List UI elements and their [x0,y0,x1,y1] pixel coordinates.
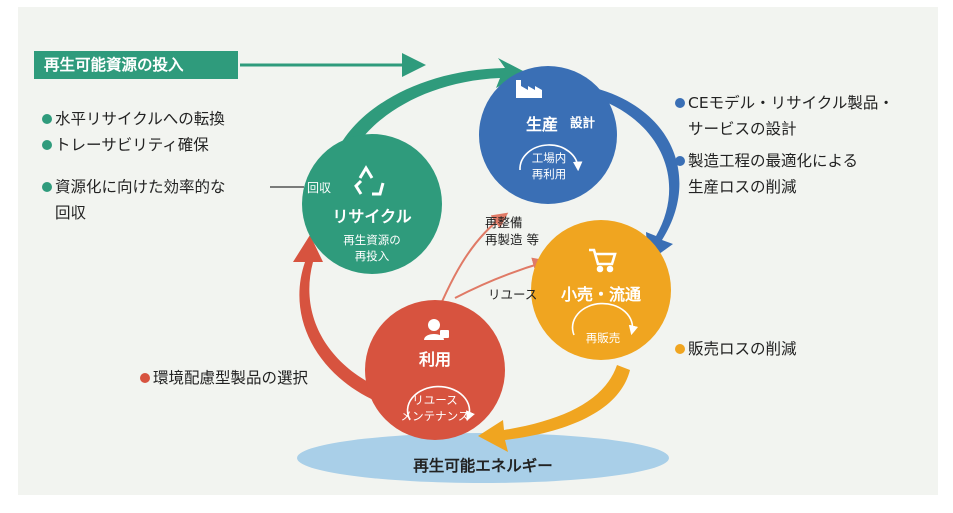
note-process-optimization-cont: 生産ロスの削減 [688,178,797,196]
cart-icon [589,248,617,273]
reuse-loop-1: リユース [412,393,458,407]
resale-loop [571,302,639,336]
note-process-optimization: 製造工程の最適化による [675,148,858,175]
production-circle [479,66,617,204]
recycle-sub-2: 再投入 [354,249,390,263]
note-ce-design-cont: サービスの設計 [688,120,797,138]
recycle-title: リサイクル [332,207,412,226]
use-to-recycle-arrow [293,235,392,405]
bullet-dot [675,344,685,354]
factory-reuse-1: 工場内 [531,151,567,165]
note-traceability: トレーサビリティ確保 [42,132,209,159]
bullet-dot [140,373,150,383]
note-efficient-collection-cont: 回収 [55,204,87,222]
factory-reuse-loop [519,144,583,172]
collect-label: 回収 [307,181,332,195]
production-to-retail-arrow [590,88,680,262]
reuse-maintenance-loop [406,385,475,421]
renewable-energy-label: 再生可能エネルギー [413,457,553,475]
note-eco-product: 環境配慮型製品の選択 [140,365,308,392]
design-label: 設計 [570,115,596,130]
factory-icon [516,80,542,98]
bullet-dot [42,140,52,150]
reuse-arrow [454,257,549,299]
note-sales-loss: 販売ロスの削減 [675,336,797,363]
factory-reuse-2: 再利用 [531,167,567,181]
note-ce-design: CEモデル・リサイクル製品・ [675,90,894,117]
note-horizontal-recycle: 水平リサイクルへの転換 [42,106,225,133]
note-efficient-collection: 資源化に向けた効率的な [42,174,226,201]
energy-ellipse [297,433,669,483]
recycle-icon [354,165,385,196]
recycle-circle [302,134,442,274]
user-icon [424,319,449,340]
recycle-sub-1: 再生資源の [343,233,401,247]
retail-title: 小売・流通 [560,285,641,304]
recycle-to-production-arrow [329,58,525,193]
remanufacture-label-2: 再製造 等 [485,232,539,247]
bullet-dot [42,114,52,124]
bullet-dot [675,98,685,108]
resale-label: 再販売 [585,331,621,345]
bullet-dot [675,156,685,166]
bullet-dot [42,182,52,192]
use-circle [365,300,505,440]
reuse-loop-2: メンテナンス [400,409,470,423]
reuse-label: リユース [488,287,538,302]
use-title: 利用 [418,350,451,369]
resource-input-banner: 再生可能資源の投入 [34,51,238,79]
remanufacture-label-1: 再整備 [485,215,523,230]
retail-to-use-arrow [478,365,630,452]
production-title: 生産 [525,115,558,134]
